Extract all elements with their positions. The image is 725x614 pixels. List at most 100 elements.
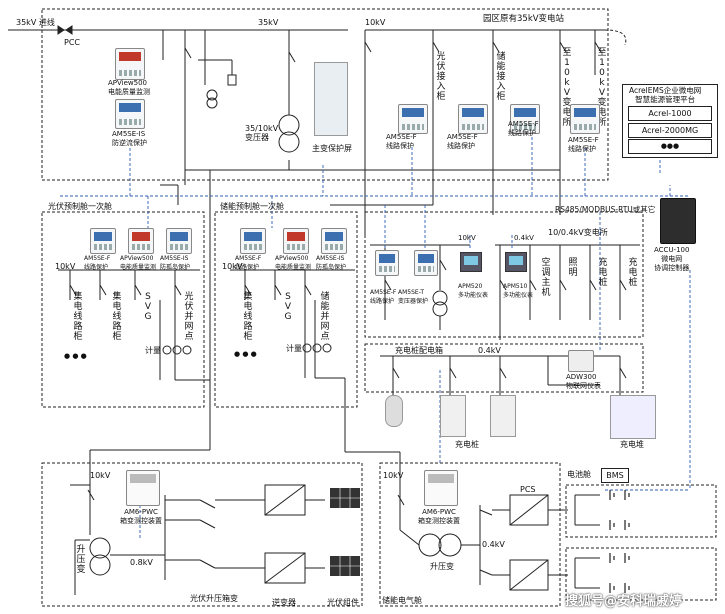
- platform-item-1: Acrel-1000: [628, 106, 712, 121]
- pv-box-10kv-label: 10kV: [90, 471, 111, 480]
- svg-1-label: SVG: [144, 292, 152, 322]
- apm520-label: APM520 多功能仪表: [458, 283, 489, 299]
- charging-stack-icon: [610, 395, 656, 439]
- to-10kv-sub-2-label: 至10kV变电所: [597, 48, 607, 128]
- box-04kv-label: 0.4kV: [478, 346, 501, 355]
- pv-dev-2: [128, 228, 154, 254]
- pv-dev-1: [90, 228, 116, 254]
- dots-1: ● ● ●: [64, 352, 87, 360]
- line-prot-label-4: AM5SE-F 线路保护: [568, 136, 599, 153]
- metering-2-label: 计量: [286, 344, 302, 353]
- sub-line-prot-label: AM5SE-F 线路保护: [370, 289, 397, 305]
- accu-100-device: [660, 198, 696, 244]
- inverter-label: 逆变器: [272, 598, 296, 607]
- charge-box-label: 充电桩配电箱: [395, 346, 443, 355]
- es-access-cab-label: 储能接入柜: [496, 52, 506, 102]
- apm510-label: APM510 多功能仪表: [503, 283, 534, 299]
- platform-item-2: Acrel-2000MG: [628, 123, 712, 138]
- line-prot-label-2: AM5SE-F 线路保护: [447, 133, 478, 150]
- bms-box: BMS: [601, 468, 629, 483]
- es-cabin-title: 储能预制舱一次舱: [220, 202, 284, 211]
- main-protection-label: 主变保护屏: [312, 144, 352, 153]
- es-dev-2-label: APView500 电能质量监测: [275, 255, 312, 271]
- es-04kv-label: 0.4kV: [482, 540, 505, 549]
- sub-line-prot-device: [375, 250, 399, 276]
- line-prot-label-3: AM5SE-F 线路保护: [508, 120, 539, 137]
- es-dev-3: [321, 228, 347, 254]
- step-up-label: 升压变: [76, 545, 86, 575]
- pv-module-label: 光伏组件: [327, 598, 359, 607]
- collect-cab-3-label: 集电线路柜: [243, 292, 253, 342]
- charging-pile-icon-2: [490, 395, 516, 437]
- pv-grid-point-label: 光伏并网点: [184, 292, 194, 342]
- charging-pile-1-label: 充电桩: [598, 258, 608, 288]
- substation-title: 园区原有35kV变电站: [483, 14, 565, 24]
- charging-pile-label: 充电桩: [455, 440, 479, 449]
- es-dev-2: [283, 228, 309, 254]
- pv-dev-3-label: AM5SE-IS 防孤岛保护: [160, 255, 191, 271]
- pv-box-08kv-label: 0.8kV: [130, 558, 153, 567]
- sub-04kv-label: 0.4kV: [514, 234, 534, 242]
- apview500-label: APView500 电能质量监测: [108, 79, 150, 96]
- sub-tx-prot-device: [414, 250, 438, 276]
- line-prot-device-4: [570, 104, 600, 134]
- ems-platform-box: AcrelEMS企业微电网 智慧能源管理平台 Acrel-1000 Acrel-…: [622, 84, 718, 158]
- battery-cabin-label: 电池舱: [567, 470, 591, 479]
- pv-cabin-title: 光伏预制舱一次舱: [48, 202, 112, 211]
- adw300-device: [568, 350, 594, 372]
- platform-dots: ●●●: [628, 139, 712, 154]
- transformer-35-10-label: 35/10kV 变压器: [245, 124, 279, 142]
- pv-box-am6-device: [126, 470, 160, 506]
- accu-label: ACCU-100 微电网 协调控制器: [654, 246, 690, 272]
- collect-cab-1-label: 集电线路柜: [73, 292, 83, 342]
- es-step-up-label: 升压变: [430, 562, 454, 571]
- svg-2-label: SVG: [284, 292, 292, 322]
- bus-10kv-label: 10kV: [365, 18, 386, 27]
- line-prot-device-3: [510, 104, 540, 134]
- es-10kv-label: 10kV: [222, 262, 243, 271]
- es-dev-1-label: AM5SE-F 线路保护: [235, 255, 262, 271]
- dots-2: ● ● ●: [234, 350, 257, 358]
- to-10kv-sub-1-label: 至10kV变电所: [562, 48, 572, 128]
- pv-access-cab-label: 光伏接入柜: [436, 52, 446, 102]
- comm-label: RS485/MODBUS-RTU或其它: [555, 205, 656, 214]
- es-elec-am6-label: AM6-PWC 箱变测控装置: [418, 508, 460, 525]
- es-grid-point-label: 储能并网点: [320, 292, 330, 342]
- pv-10kv-label: 10kV: [55, 262, 76, 271]
- pcs-label: PCS: [520, 485, 536, 494]
- es-dev-3-label: AM5SE-IS 防孤岛保护: [316, 255, 347, 271]
- apview500-device: [115, 48, 145, 80]
- es-elec-title: 储能电气舱: [382, 596, 422, 605]
- incoming-35kv-label: 35kV 进线: [16, 18, 55, 27]
- sub-10-04-label: 10/0.4kV变电所: [548, 228, 608, 237]
- pv-box-am6-label: AM6-PWC 箱变测控装置: [120, 508, 162, 525]
- apm510-device: [505, 252, 527, 272]
- ac-charger-icon: [385, 395, 403, 427]
- line-prot-device-1: [398, 104, 428, 134]
- pv-dev-1-label: AM5SE-F 线路保护: [84, 255, 111, 271]
- es-elec-10kv-label: 10kV: [383, 471, 404, 480]
- line-prot-device-2: [458, 104, 488, 134]
- metering-1-label: 计量: [145, 346, 161, 355]
- platform-title: AcrelEMS企业微电网 智慧能源管理平台: [629, 86, 702, 104]
- pv-dev-3: [166, 228, 192, 254]
- charging-pile-2-label: 充电桩: [628, 258, 638, 288]
- am5se-is-device: [115, 99, 145, 129]
- ac-host-label: 空调主机: [541, 258, 551, 298]
- es-elec-am6-device: [424, 470, 458, 506]
- line-prot-label-1: AM5SE-F 线路保护: [386, 133, 417, 150]
- adw300-label: ADW300 物联网仪表: [566, 373, 601, 390]
- charging-pile-icon-1: [440, 395, 466, 437]
- am5se-is-label: AM5SE-IS 防逆流保护: [112, 130, 147, 147]
- pcc-label: PCC: [64, 38, 80, 47]
- watermark: 搜狐号@安科瑞戚婷: [565, 594, 683, 609]
- bus-35kv-label: 35kV: [258, 18, 279, 27]
- charging-stack-label: 充电堆: [620, 440, 644, 449]
- pv-box-title: 光伏升压箱变: [190, 594, 238, 603]
- main-protection-cabinet: [314, 62, 348, 136]
- sub-10kv-label: 10kV: [458, 234, 476, 242]
- pv-dev-2-label: APView500 电能质量监测: [120, 255, 157, 271]
- sub-tx-prot-label: AM5SE-T 变压器保护: [398, 289, 429, 305]
- lighting-label: 照明: [568, 258, 578, 278]
